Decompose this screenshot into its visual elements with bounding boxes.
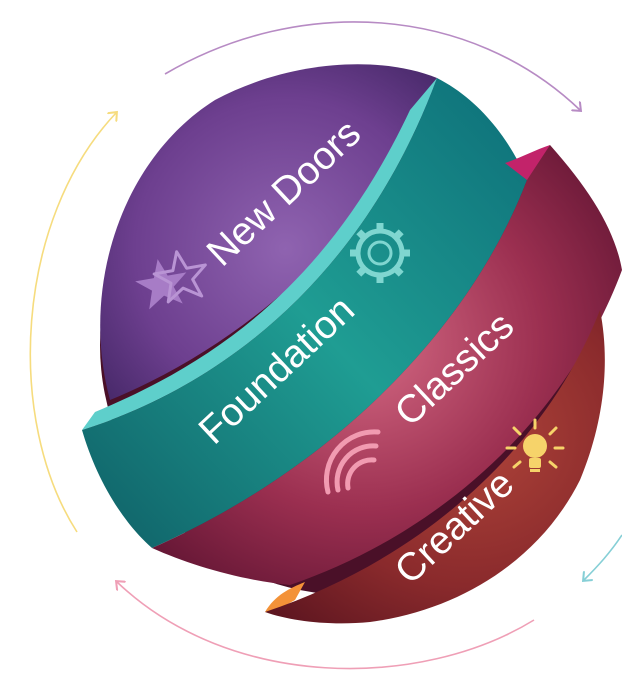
cycle-arrow-right <box>584 534 622 580</box>
segment-creative <box>265 310 605 624</box>
sound-waves-icon <box>323 429 381 495</box>
star-icon <box>135 250 207 310</box>
cycle-arrow-bottom <box>117 582 535 670</box>
gear-icon <box>350 223 410 283</box>
segment-new-doors <box>100 64 437 401</box>
cycle-arrow-top <box>164 21 580 110</box>
segment-foundation <box>82 78 527 548</box>
segment-classics <box>152 145 622 585</box>
lightbulb-icon <box>505 418 565 472</box>
segment-creative-edge <box>265 582 305 612</box>
cycle-arrow-left <box>29 113 116 533</box>
